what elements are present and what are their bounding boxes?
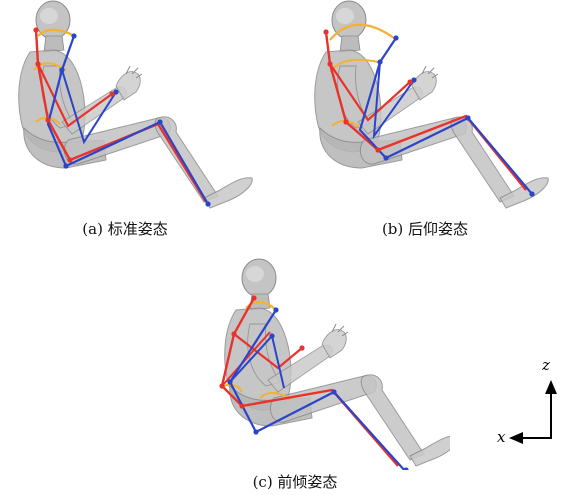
caption-c: (c) 前倾姿态 (230, 471, 360, 492)
caption-b: (b) 后仰姿态 (360, 218, 490, 239)
z-arrow-head (545, 380, 557, 394)
posture-diagram-lean-forward (210, 258, 450, 470)
caption-a: (a) 标准姿态 (60, 218, 190, 239)
posture-diagram-standard (8, 0, 256, 212)
z-axis-label: z (542, 356, 550, 374)
posture-diagram-recline (300, 0, 560, 212)
figure-panel-b (300, 0, 560, 212)
axis-indicator: z x (495, 362, 565, 452)
x-axis-label: x (497, 428, 505, 446)
figure-panel-a (8, 0, 256, 212)
figure-panel-c (210, 258, 450, 470)
x-arrow-head (509, 432, 523, 444)
axis-arrows (495, 362, 565, 452)
